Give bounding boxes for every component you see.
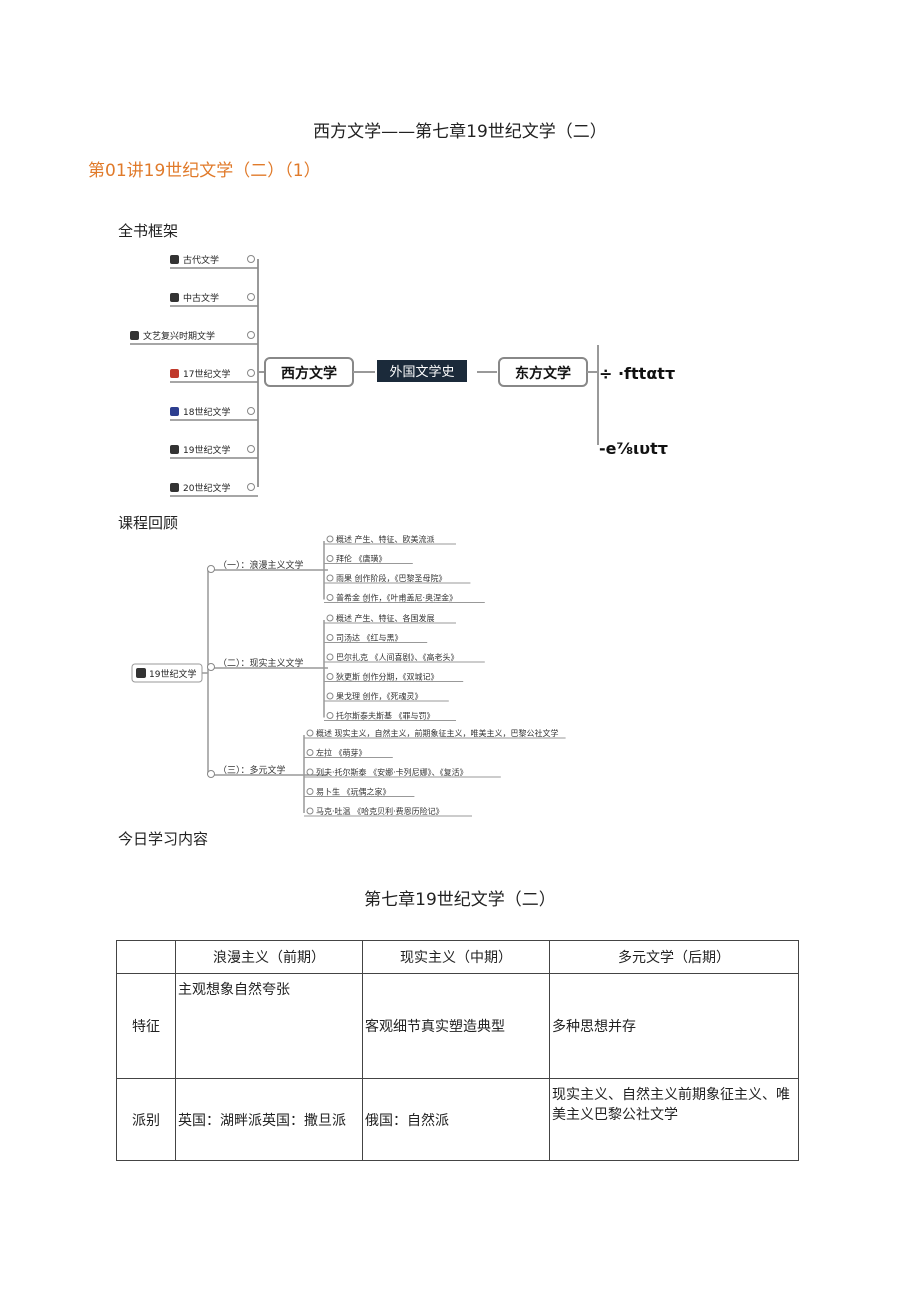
table-header-cell: 现实主义（中期） (362, 940, 550, 974)
review-leaf-label: 易卜生 《玩偶之家》 (316, 787, 391, 797)
review-branch-label: （一）：浪漫主义文学 (218, 559, 304, 571)
table-header-cell: 多元文学（后期） (549, 940, 799, 974)
section-label-today: 今日学习内容 (118, 830, 209, 848)
review-leaf-label: 普希金 创作，《叶甫盖尼·奥涅金》 (336, 593, 457, 603)
comparison-table: 浪漫主义（前期） 现实主义（中期） 多元文学（后期） 特征 主观想象自然夸张 客… (116, 940, 799, 1161)
foreign-lit-history-node (377, 360, 467, 382)
review-leaf: 概述 现实主义，自然主义，前期象征主义，唯美主义，巴黎公社文学 (304, 728, 566, 739)
review-leaf-label: 托尔斯泰夫斯基 《罪与罚》 (336, 711, 435, 721)
review-leaf-label: 果戈理 创作，《死魂灵》 (336, 691, 423, 701)
framework-node-label: 17世纪文学 (183, 368, 230, 380)
framework-node-label: 20世纪文学 (183, 482, 230, 494)
review-root-label: 19世纪文学 (149, 668, 196, 680)
table-cell: 主观想象自然夸张 (175, 973, 363, 1079)
framework-node-label: 古代文学 (183, 254, 219, 266)
review-leaf-label: 巴尔扎克 《人间喜剧》、《高老头》 (336, 652, 459, 662)
review-leaf-label: 拜伦 《唐璜》 (336, 554, 387, 564)
framework-node-label: 18世纪文学 (183, 406, 230, 418)
review-leaf-label: 概述 产生、特征、欧美流派 (336, 534, 435, 544)
chapter-title: 第七章19世纪文学（二） (364, 890, 556, 910)
west-literature-label: 西方文学 (281, 365, 337, 382)
table-cell: 俄国：自然派 (362, 1078, 550, 1161)
review-leaf-label: 雨果 创作阶段，《巴黎圣母院》 (336, 573, 447, 583)
east-branch-1: ÷ ·fttαtτ (599, 364, 675, 383)
review-leaf: 易卜生 《玩偶之家》 (304, 787, 415, 797)
framework-node: 中古文学 (170, 292, 258, 307)
review-leaf-label: 概述 现实主义，自然主义，前期象征主义，唯美主义，巴黎公社文学 (316, 728, 559, 738)
review-leaf-label: 左拉 《萌芽》 (316, 748, 367, 758)
east-branch-2: -e⅞ιυtτ (599, 439, 668, 458)
table-header-row: 浪漫主义（前期） 现实主义（中期） 多元文学（后期） (116, 940, 799, 974)
table-cell: 客观细节真实塑造典型 (362, 973, 550, 1079)
review-leaf: 马克·吐温 《哈克贝利·费恩历险记》 (304, 806, 472, 817)
table-row: 派别 英国：湖畔派英国：撒旦派 俄国：自然派 现实主义、自然主义前期象征主义、唯… (116, 1078, 799, 1161)
review-leaf: 左拉 《萌芽》 (304, 748, 393, 758)
table-header-cell (116, 940, 176, 974)
table-cell: 英国：湖畔派英国：撒旦派 (175, 1078, 363, 1161)
review-leaf: 司汤达 《红与黑》 (324, 633, 428, 643)
review-leaf: 列夫·托尔斯泰 《安娜·卡列尼娜》、《复活》 (304, 767, 501, 778)
east-literature-label: 东方文学 (515, 365, 571, 382)
framework-node: 18世纪文学 (170, 406, 258, 421)
framework-node: 文艺复兴时期文学 (130, 330, 258, 345)
section-label-framework: 全书框架 (118, 222, 179, 240)
review-leaf-label: 概述 产生、特征、各国发展 (336, 613, 435, 623)
review-branch-label: （二）：现实主义文学 (218, 657, 304, 669)
review-leaf-label: 司汤达 《红与黑》 (336, 633, 403, 643)
review-leaf-label: 列夫·托尔斯泰 《安娜·卡列尼娜》、《复活》 (316, 767, 468, 777)
framework-node: 古代文学 (170, 254, 258, 269)
document-title: 西方文学——第七章19世纪文学（二） (313, 122, 607, 142)
review-leaf: 概述 产生、特征、各国发展 (324, 613, 456, 624)
foreign-lit-history-label: 外国文学史 (389, 364, 454, 380)
framework-node: 19世纪文学 (170, 444, 258, 459)
framework-node-label: 中古文学 (183, 292, 219, 304)
row-label: 特征 (116, 973, 176, 1079)
framework-node: 20世纪文学 (170, 482, 258, 497)
review-leaf: 拜伦 《唐璜》 (324, 554, 413, 564)
review-leaf: 雨果 创作阶段，《巴黎圣母院》 (324, 573, 471, 584)
review-root-node: 19世纪文学 (131, 663, 203, 683)
table-row: 特征 主观想象自然夸张 客观细节真实塑造典型 多种思想并存 (116, 973, 799, 1079)
review-leaf-label: 狄更斯 创作分期，《双城记》 (336, 672, 439, 682)
table-cell: 现实主义、自然主义前期象征主义、唯美主义巴黎公社文学 (549, 1078, 799, 1161)
review-leaf: 狄更斯 创作分期，《双城记》 (324, 672, 464, 682)
review-branch-label: （三）：多元文学 (218, 764, 286, 776)
table-cell: 多种思想并存 (549, 973, 799, 1079)
row-label: 派别 (116, 1078, 176, 1161)
review-leaf: 托尔斯泰夫斯基 《罪与罚》 (324, 711, 456, 721)
review-leaf: 巴尔扎克 《人间喜剧》、《高老头》 (324, 652, 485, 663)
framework-node: 17世纪文学 (170, 368, 258, 383)
review-leaf: 概述 产生、特征、欧美流派 (324, 534, 456, 545)
review-branch: （三）：多元文学 概述 现实主义，自然主义，前期象征主义，唯美主义，巴黎公社文学左… (207, 728, 566, 817)
framework-node-label: 文艺复兴时期文学 (143, 330, 215, 342)
review-leaf-label: 马克·吐温 《哈克贝利·费恩历险记》 (316, 806, 444, 816)
table-header-cell: 浪漫主义（前期） (175, 940, 363, 974)
review-leaf: 果戈理 创作，《死魂灵》 (324, 691, 449, 702)
framework-node-label: 19世纪文学 (183, 444, 230, 456)
review-leaf: 普希金 创作，《叶甫盖尼·奥涅金》 (324, 593, 485, 603)
section-label-review: 课程回顾 (118, 514, 179, 532)
lecture-title: 第01讲19世纪文学（二）（1） (88, 161, 321, 181)
